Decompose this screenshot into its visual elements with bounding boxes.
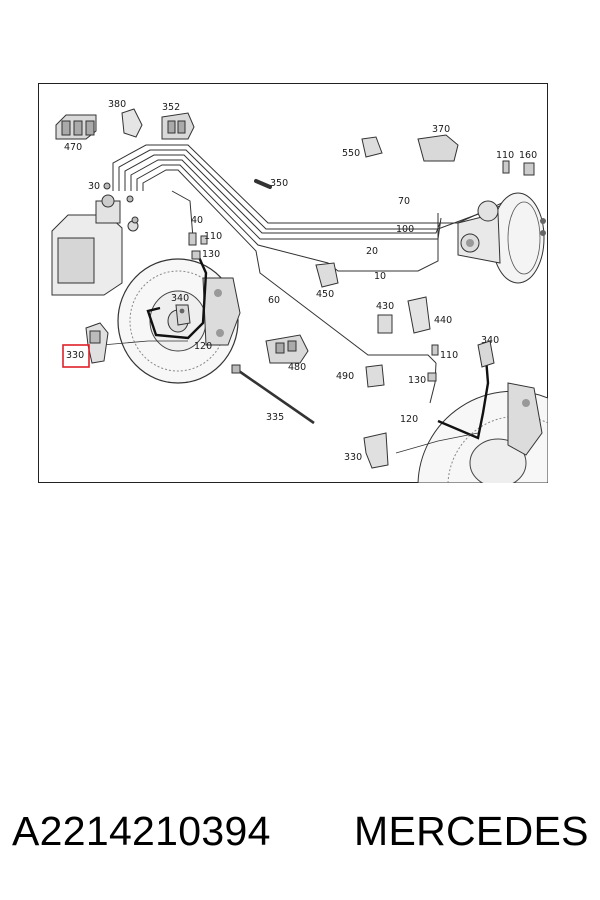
callout-350: 350 xyxy=(270,178,288,189)
callout-330-rear: 330 xyxy=(344,452,362,463)
callout-70: 70 xyxy=(398,196,410,207)
callout-110-front: 110 xyxy=(204,231,222,242)
part-480-clips xyxy=(265,334,309,364)
callout-110-rear: 110 xyxy=(440,350,458,361)
brake-system-exploded-view: 380 352 470 370 550 110 160 350 30 70 40… xyxy=(38,83,548,483)
callout-340-rear: 340 xyxy=(481,335,499,346)
part-350-pin xyxy=(254,179,272,189)
front-sensor-cable xyxy=(101,340,188,346)
part-430-clip xyxy=(377,314,393,334)
callout-330-front: 330 xyxy=(66,350,84,361)
callout-130-front: 130 xyxy=(202,249,220,260)
callout-370: 370 xyxy=(432,124,450,135)
callout-335: 335 xyxy=(266,412,284,423)
brake-booster xyxy=(457,192,546,284)
part-370-clips xyxy=(417,134,459,162)
callout-450: 450 xyxy=(316,289,334,300)
callout-120-rear: 120 xyxy=(400,414,418,425)
part-450-clip xyxy=(315,262,339,288)
part-490-clip xyxy=(365,364,385,388)
callout-10: 10 xyxy=(374,271,386,282)
rear-brake-disc xyxy=(417,382,548,483)
abs-hydraulic-unit xyxy=(51,194,139,296)
callout-130-rear: 130 xyxy=(408,375,426,386)
callout-160: 160 xyxy=(519,150,537,161)
part-550-clip xyxy=(361,136,383,158)
callout-60: 60 xyxy=(268,295,280,306)
part-470-clips xyxy=(55,114,97,140)
brand-name: MERCEDES xyxy=(354,808,589,854)
callout-352: 352 xyxy=(162,102,180,113)
part-352-clips xyxy=(161,112,195,140)
part-440-clip xyxy=(407,296,431,334)
part-335-cable-tie xyxy=(231,364,315,425)
front-bracket xyxy=(175,304,191,326)
callout-labels: 380 352 470 370 550 110 160 350 30 70 40… xyxy=(64,99,537,463)
fittings-rear xyxy=(427,344,439,382)
callout-120-front: 120 xyxy=(194,341,212,352)
rear-sensor-cable xyxy=(395,432,479,454)
parts-diagram: 380 352 470 370 550 110 160 350 30 70 40… xyxy=(38,83,548,483)
front-brake-hose xyxy=(146,254,208,340)
callout-30: 30 xyxy=(88,181,100,192)
callout-100: 100 xyxy=(396,224,414,235)
part-number: A2214210394 xyxy=(12,808,271,854)
callout-340-front: 340 xyxy=(171,293,189,304)
part-380-clip xyxy=(121,108,143,138)
callout-480: 480 xyxy=(288,362,306,373)
callout-380: 380 xyxy=(108,99,126,110)
caption: A2214210394 MERCEDES xyxy=(0,808,600,858)
rear-bracket xyxy=(477,340,495,368)
callout-550: 550 xyxy=(342,148,360,159)
part-110-160-fittings xyxy=(502,160,535,176)
callout-440: 440 xyxy=(434,315,452,326)
rear-brake-hose xyxy=(437,357,490,440)
callout-20: 20 xyxy=(366,246,378,257)
highlight-box xyxy=(62,344,90,368)
callout-430: 430 xyxy=(376,301,394,312)
callout-470: 470 xyxy=(64,142,82,153)
part-30-fittings xyxy=(103,182,139,224)
rear-wear-sensor xyxy=(363,432,389,469)
callout-490: 490 xyxy=(336,371,354,382)
fittings-front xyxy=(188,232,208,260)
callout-110-top: 110 xyxy=(496,150,514,161)
callout-40: 40 xyxy=(191,215,203,226)
